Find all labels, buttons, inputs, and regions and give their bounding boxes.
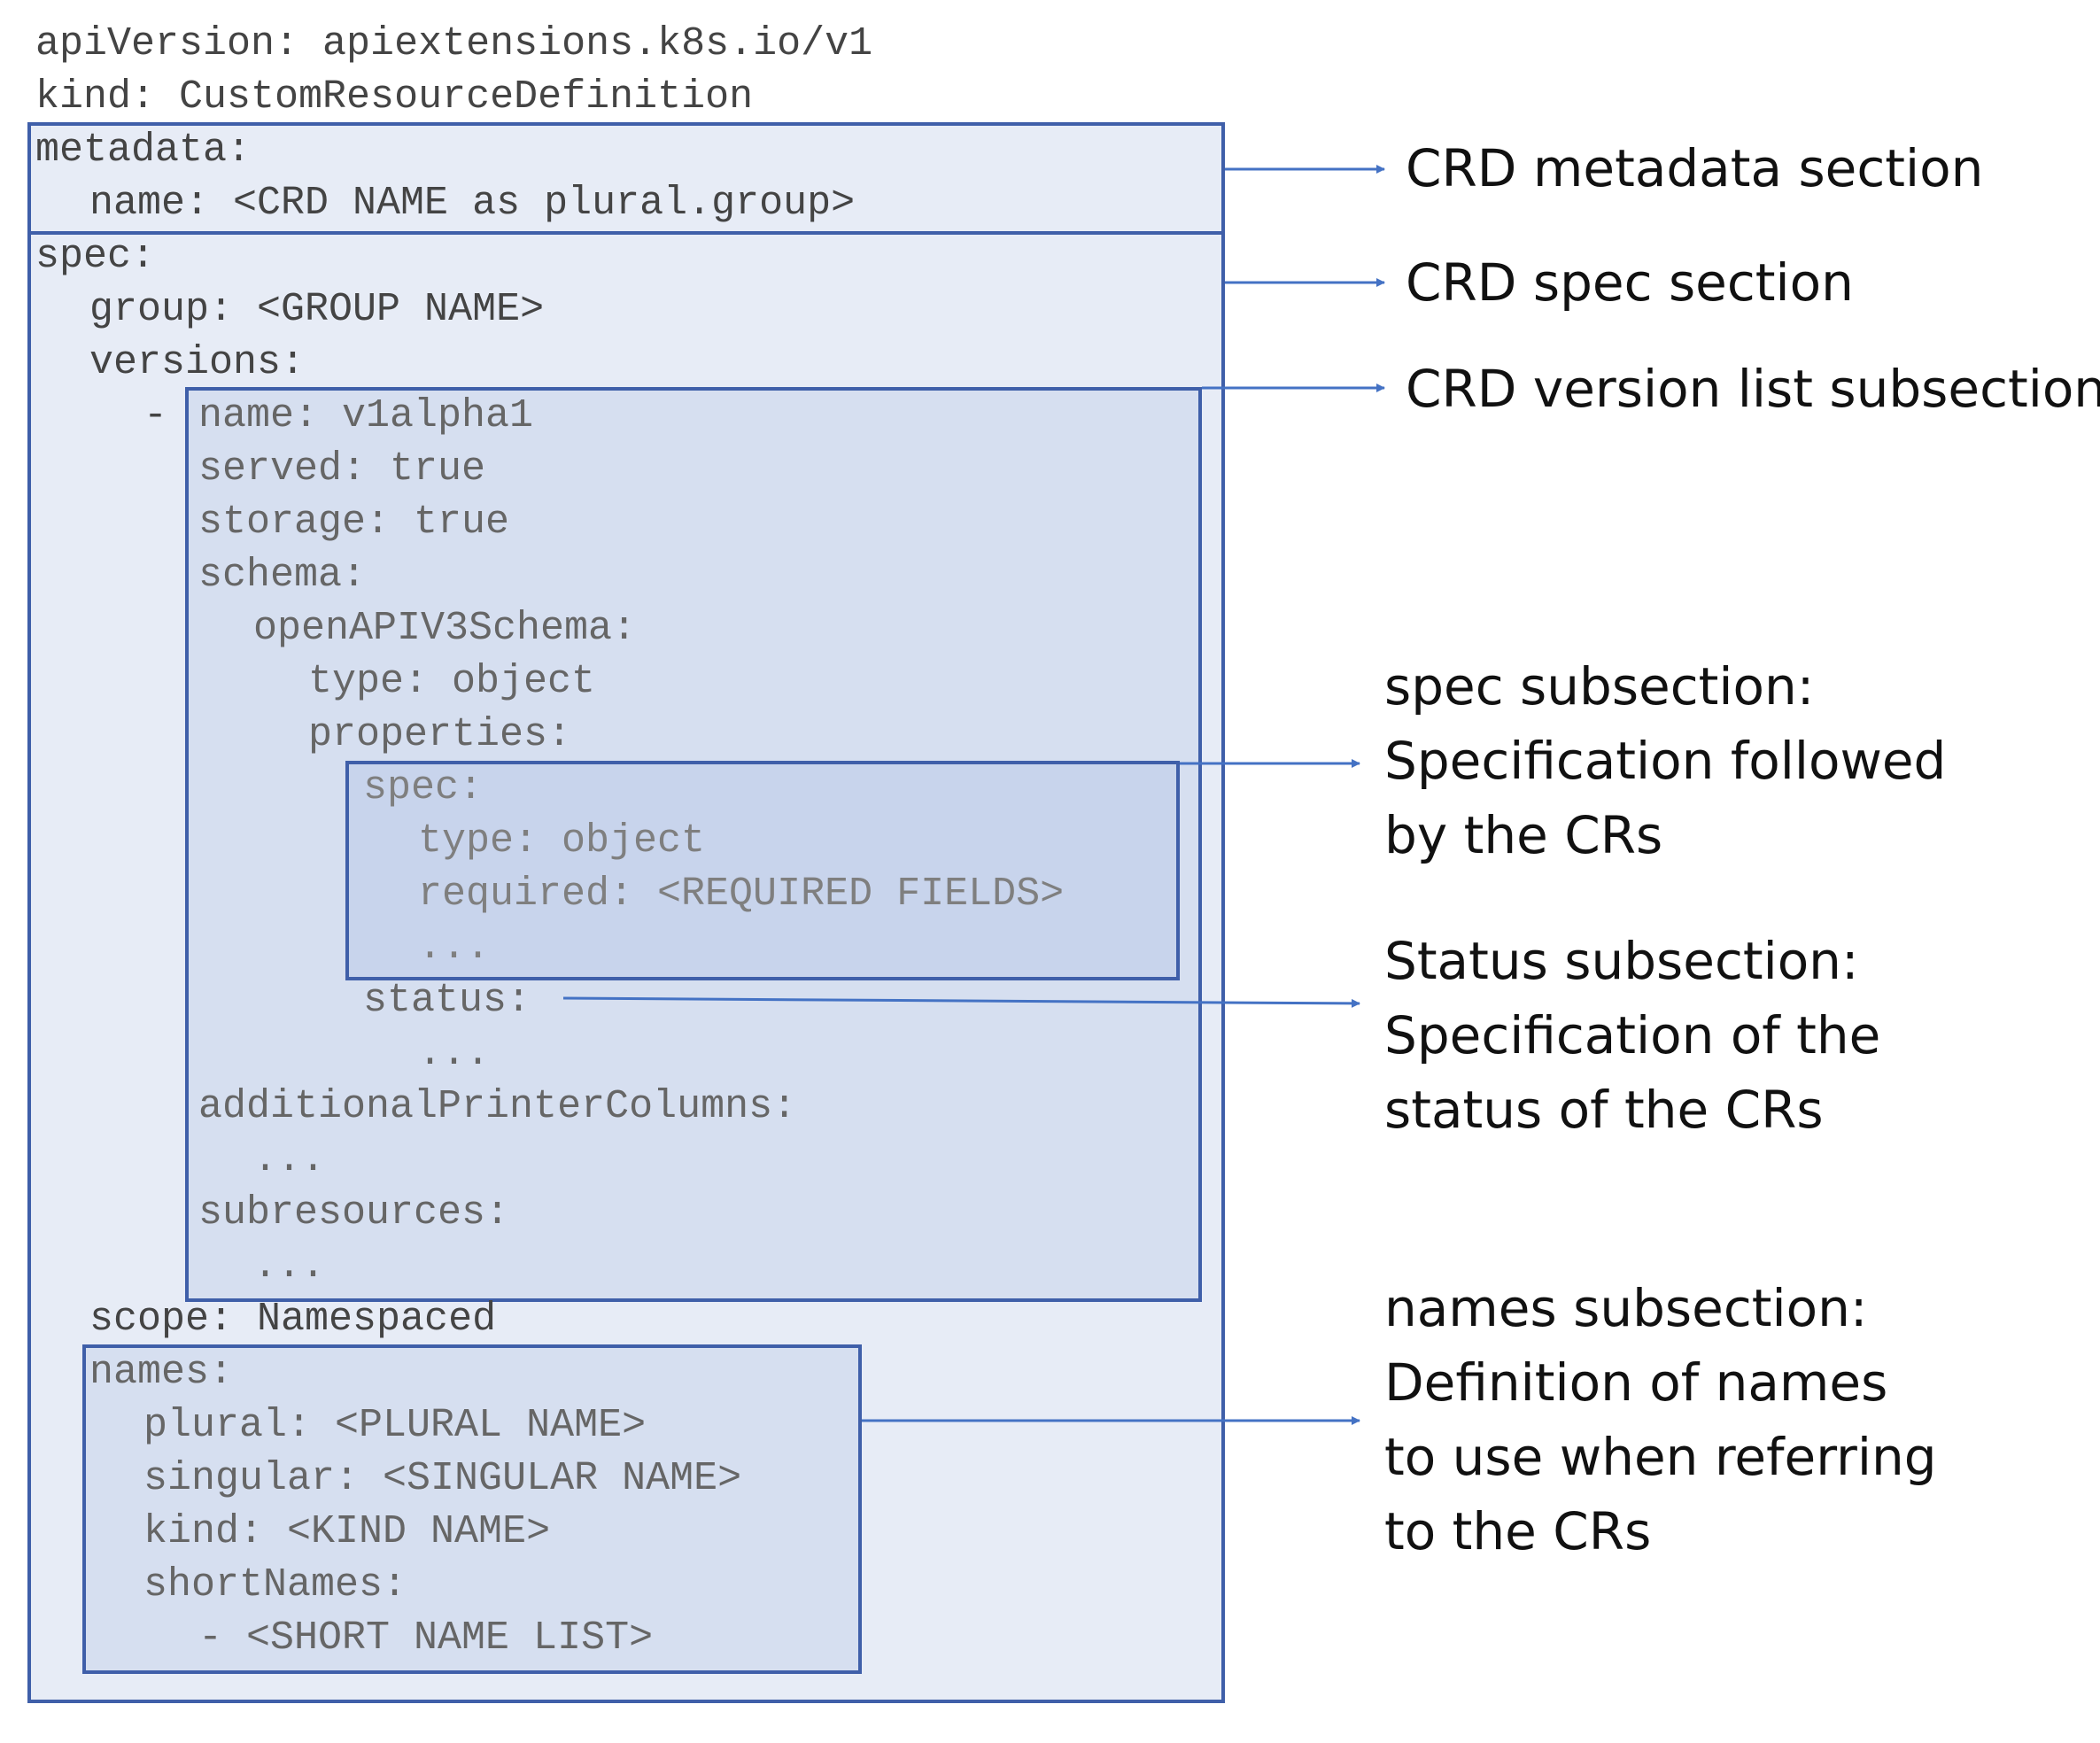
code-properties-spec-ellipsis: ... <box>418 925 491 970</box>
arrow-status-subsection <box>562 996 1360 1008</box>
code-properties-spec-type: type: object <box>418 818 706 864</box>
code-type-object: type: object <box>308 659 596 704</box>
note-names-subsection-line3: to use when referring <box>1384 1427 1937 1487</box>
code-singular: singular: <SINGULAR NAME> <box>143 1456 742 1501</box>
code-schema: schema: <box>198 553 367 598</box>
note-spec-subsection-line3: by the CRs <box>1384 805 1663 865</box>
properties-spec-box <box>345 761 1180 980</box>
code-properties: properties: <box>308 712 572 757</box>
code-plural: plural: <PLURAL NAME> <box>143 1403 647 1448</box>
names-box <box>82 1344 862 1674</box>
code-served: served: true <box>198 446 486 492</box>
code-apc-ellipsis: ... <box>253 1137 326 1182</box>
code-version-dash: - <box>143 393 168 438</box>
code-versions: versions: <box>89 340 306 385</box>
note-spec-subsection-line2: Specification followed <box>1384 731 1947 791</box>
note-names-subsection-line4: to the CRs <box>1384 1501 1652 1561</box>
code-storage: storage: true <box>198 500 510 545</box>
note-status-subsection-line2: Specification of the <box>1384 1005 1881 1065</box>
code-openapi-schema: openAPIV3Schema: <box>253 606 637 651</box>
code-short-names: shortNames: <box>143 1562 407 1607</box>
note-status-subsection-line3: status of the CRs <box>1384 1080 1824 1140</box>
note-spec-subsection-title: spec subsection: <box>1384 656 1815 717</box>
code-kind: kind: CustomResourceDefinition <box>35 74 754 120</box>
note-metadata-section: CRD metadata section <box>1406 138 1984 198</box>
note-version-list: CRD version list subsection <box>1406 359 2100 419</box>
code-subresources-ellipsis: ... <box>253 1243 326 1289</box>
code-subresources: subresources: <box>198 1190 510 1236</box>
code-names: names: <box>89 1350 234 1395</box>
code-metadata: metadata: <box>35 128 252 173</box>
code-status: status: <box>363 978 531 1023</box>
code-names-kind: kind: <KIND NAME> <box>143 1509 551 1554</box>
code-metadata-name: name: <CRD NAME as plural.group> <box>89 181 856 226</box>
code-properties-spec-required: required: <REQUIRED FIELDS> <box>418 872 1065 917</box>
metadata-box <box>27 122 1225 235</box>
code-properties-spec: spec: <box>363 765 484 810</box>
note-names-subsection-title: names subsection: <box>1384 1278 1868 1338</box>
code-scope: scope: Namespaced <box>89 1297 497 1342</box>
code-short-names-item: - <SHORT NAME LIST> <box>198 1615 654 1661</box>
code-spec: spec: <box>35 234 156 279</box>
code-api-version: apiVersion: apiextensions.k8s.io/v1 <box>35 21 873 66</box>
code-status-ellipsis: ... <box>418 1031 491 1076</box>
note-names-subsection-line2: Definition of names <box>1384 1352 1888 1413</box>
code-version-name: name: v1alpha1 <box>198 393 534 438</box>
code-group: group: <GROUP NAME> <box>89 287 545 332</box>
note-spec-section: CRD spec section <box>1406 252 1854 313</box>
note-status-subsection-title: Status subsection: <box>1384 931 1859 991</box>
code-additional-printer-columns: additionalPrinterColumns: <box>198 1084 797 1129</box>
